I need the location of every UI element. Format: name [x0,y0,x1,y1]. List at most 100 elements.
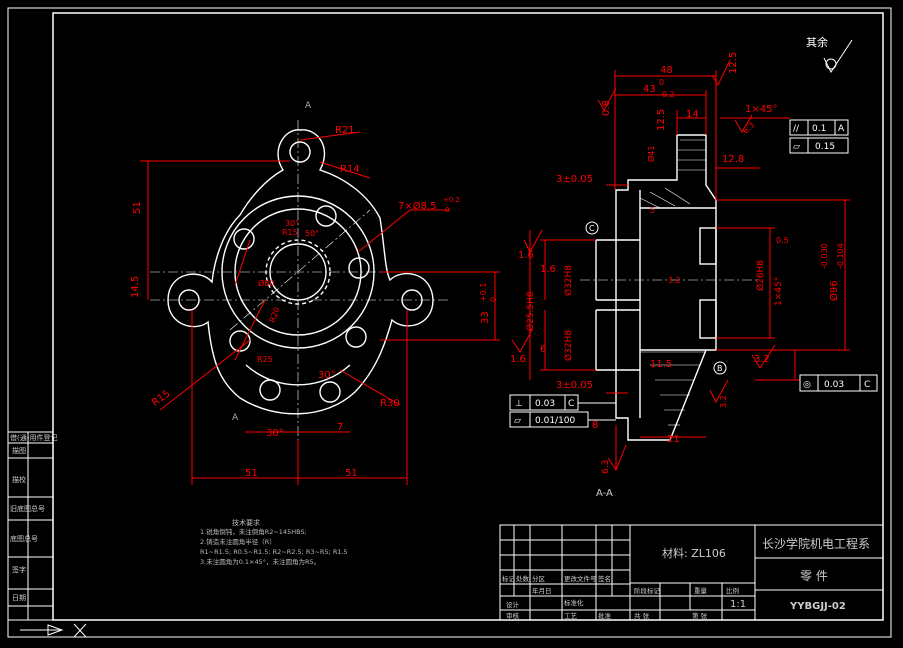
dim-section-d8: 8 [592,420,598,431]
tb-cell-1: 处数 [516,574,530,583]
strip-row-4: 底图总号 [10,534,38,543]
tech-notes-line-2: R1~R1.5; R0.5~R1.5; R2~R2.5; R3~R5; R1.5 [200,548,348,556]
dim-front-view-d51-vertical: 51 [132,201,143,214]
dim-section-d11-5: 11.5 [650,359,672,370]
dim-section-d43-tol: -0.2 [659,90,675,99]
dim-front-view-r25: R25 [257,355,273,364]
tb-cell-7: 标准化 [564,598,584,607]
roughness-other-icon [823,39,853,74]
tol-perp-symbol: ⊥ [515,399,523,409]
dim-section-d5: 5 [650,206,655,215]
front-view: R21 R14 51 14.5 51 51 7 30° R15 R30 30° … [130,101,500,485]
dim-front-view-r14: R14 [340,164,360,175]
dim-front-view-d33-base: 33 [480,311,491,324]
tol-concentric-datum: C [864,380,870,390]
school-name: 长沙学院机电工程系 [762,536,870,551]
tech-notes-title: 技术要求 [232,518,260,527]
dim-section-phi96-tol-lower: -0.104 [836,243,845,269]
dim-section-d1-6-left: 1.6 [518,250,534,261]
dim-section-d12-8: 12.8 [722,154,744,165]
dim-front-view-hole-tol-upper: +0.2 [443,196,460,204]
dim-front-view-d51-right: 51 [345,468,358,479]
dim-section-d3-005-bottom: 3±0.05 [556,380,593,391]
dim-section-d48: 48 [660,65,673,76]
dim-front-view-r30: R30 [380,398,400,409]
tb-cell-0: 标记 [502,574,516,583]
dim-section-phi26h8: Ø26H8 [755,260,766,291]
dim-front-view-ang30-bottom: 30° [266,428,284,439]
tech-notes-line-1: 2.铸造未注圆角半径（R） [200,537,276,546]
dim-front-view-ang50-top: 50° [305,229,319,238]
dim-section-d1-6-bottom: 1.6 [510,354,526,365]
tb-cell-10: 批准 [598,611,612,620]
tol-concentric-value: 0.03 [824,380,844,390]
dim-front-view-r15-inner: R15 [282,228,298,237]
tb-cell-14: 共 张 [634,611,650,620]
dim-section-d3-005-top: 3±0.05 [556,174,593,185]
section-mark-bottom: A [232,413,239,423]
tolerance-frame-parallel [789,119,849,154]
dim-section-phi25-5h8: Ø25.5H8 [525,291,536,331]
section-hatch [639,139,706,426]
dim-front-view-hole-7x: 7×Ø8.5 [398,200,437,212]
tb-cell-13: 比例 [726,586,739,595]
dim-front-view-d80: Ø80 [258,278,274,288]
section-mark-top: A [305,101,312,111]
tolerance-frame-left [509,394,616,428]
dim-section-d0-8: 0.8 [601,100,612,116]
dim-section-d14: 14 [686,109,699,120]
datum-b-label: B [717,364,723,373]
dim-section-d6-3-bottom: 6.3 [601,460,611,474]
dim-section-phi96: Ø96 [828,280,840,301]
strip-row-6: 日期 [12,594,26,602]
dim-section-phi32h8-bottom: Ø32H8 [563,330,574,361]
dim-section-phi32h8-top: Ø32H8 [563,265,574,296]
tb-cell-12: 重量 [694,587,708,595]
dim-front-view-r21: R21 [335,125,355,136]
dim-section-chamfer-right: 1×45° [774,277,784,306]
tech-notes-line-3: 3.未注圆角为0.1×45°，未注圆角为R5。 [200,557,320,566]
tb-cell-4: 签名 [598,574,611,583]
dim-section-d21: 21 [667,434,680,445]
strip-row-0: 借(通)用件登记 [10,433,57,442]
dim-section-phi41: Ø41 [646,146,656,162]
scale-value: 1:1 [730,599,746,610]
tech-notes-line-0: 1.锐角倒钝，未注倒角R2~145HBS; [200,527,307,536]
tech-notes: 技术要求 1.锐角倒钝，未注倒角R2~145HBS; 2.铸造未注圆角半径（R）… [200,518,348,566]
tol-perp-value: 0.03 [535,399,555,409]
tol-concentric-symbol: ◎ [803,380,811,390]
dim-section-d6-left: 6 [540,344,546,355]
strip-row-1: 描图 [12,446,26,455]
dim-section-phi96-tol-upper: -0.030 [820,243,829,269]
roughness-other-label: 其余 [806,35,828,49]
tol-flatness-symbol: ▱ [793,142,800,152]
tb-cell-15: 第 张 [692,611,708,620]
tol-parallel-datum: A [838,124,845,134]
dim-front-view-d14-5: 14.5 [130,276,141,298]
title-block [499,524,884,621]
tol-parallel-symbol: // [793,124,800,134]
strip-row-2: 描校 [12,475,26,484]
tolerance-frame-concentric [799,374,878,392]
tol-perp-datum: C [568,399,574,409]
dim-section-d3-2-right: 3.2 [754,354,770,365]
strip-row-5: 签字 [12,565,26,574]
tol-flatness-value: 0.15 [815,142,835,152]
tol-parallel-value: 0.1 [812,124,826,134]
section-label: A-A [596,488,613,499]
section-view: 48 0 43 -0.2 0.8 12.5 1×45° 14 12.5 6.3 … [509,35,878,499]
dim-front-view-d33-tol-lower: 0 [489,297,498,302]
dim-section-r0-5: 0.5 [776,236,789,245]
tb-cell-8: 审核 [506,611,520,620]
tb-cell-9: 工艺 [564,612,578,620]
tb-cell-2: 分区 [532,574,546,583]
tb-cell-5: 年月日 [532,586,552,595]
tb-cell-6: 设计 [506,600,520,609]
roughness-symbols [511,59,776,472]
dim-section-d1-6-mid: 1.6 [540,264,556,275]
part-name: 零 件 [800,569,828,583]
material-label: 材料: ZL106 [662,546,726,560]
dim-front-view-d7: 7 [337,422,343,433]
tb-cell-11: 阶段标记 [634,586,661,595]
